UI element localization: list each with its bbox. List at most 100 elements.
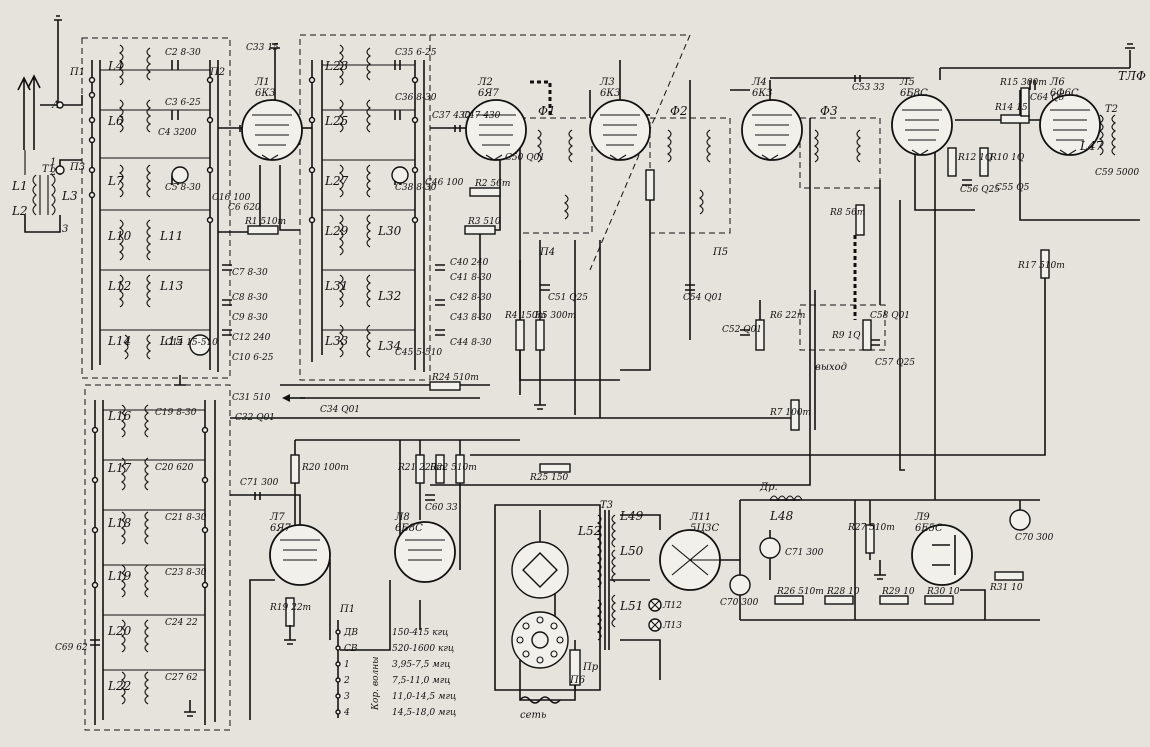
band-range: 520-1600 кгц [392,644,454,654]
cap-label: С19 8-30 [155,408,197,418]
coil-label: L7 [107,174,124,188]
cap-label: С54 Q01 [683,293,723,303]
filter-label: Ф1 [538,104,556,118]
cap-label: С9 8-30 [232,313,268,323]
choke-label: Др. [759,482,778,493]
cap-label: С34 Q01 [320,405,360,415]
res-label: R2 56т [474,179,510,189]
cap-label: С45 5-510 [395,348,442,358]
tube-l5-type: 6Б8С [900,88,928,99]
phones-label: ТЛФ [1118,69,1146,83]
filter-label: Ф2 [670,104,688,118]
cap-label: С41 8-30 [450,273,492,283]
cap-label: С71 300 [785,548,824,558]
res-label: R19 22т [269,603,311,613]
band-pos: СВ [344,644,358,654]
cap-label: С3 6-25 [165,98,201,108]
switch-label-p4: П4 [539,247,555,258]
res-label: R14 15 [994,103,1028,113]
tube-l8-ref: Л8 [394,512,410,523]
fuse-label: Пр [582,662,599,673]
band-pos: ДВ [343,628,358,638]
res-label: R24 510т [431,373,479,383]
res-label: R26 510т [776,587,824,597]
band-range: 14,5-18,0 мгц [392,708,456,718]
cap-label: С56 Q25 [960,185,1000,195]
tube-l1-type: 6К3 [255,88,275,99]
coil-label: L17 [107,461,132,475]
cap-label: С23 8-30 [165,568,207,578]
switch-label-p3: П3 [69,162,85,173]
coil-label: L15 [159,334,183,348]
tube-l6-ref: Л6 [1049,77,1065,88]
cap-label: С31 510 [232,393,271,403]
tube-l11-ref: Л11 [689,512,711,523]
cap-label: С10 6-25 [232,353,274,363]
output-label: выход [815,362,847,373]
coil-label: L47 [1079,139,1104,153]
cap-label: С4 3200 [158,128,197,138]
band-table-column-title: Кор. волны [371,656,381,711]
ground-symbols [174,375,886,717]
res-label: R9 1Q [831,331,861,341]
filter-label: Ф3 [820,104,838,118]
band-pos: 1 [344,660,350,670]
coil-label: L34 [377,339,401,353]
tube-envelopes [241,94,1101,591]
cap-label: С71 300 [240,478,279,488]
res-label: R20 100т [301,463,349,473]
coil-label: L31 [324,279,348,293]
cap-label: С36 8-30 [395,93,437,103]
res-label: R6 22т [769,311,805,321]
cap-label: С33 15 [246,43,279,53]
cap-label: С8 8-30 [232,293,268,303]
cap-label: С69 62 [55,643,88,653]
transformer-label: Т3 [600,500,613,511]
cap-label: С42 8-30 [450,293,492,303]
res-label: R7 100т [769,408,811,418]
cap-label: С50 Q01 [505,153,545,163]
switch-label-p6: П6 [569,675,586,686]
coil-label: L33 [324,334,349,348]
cap-label: С38 8-30 [395,183,437,193]
coil-label: L3 [61,189,78,203]
coil-label: L22 [107,679,131,693]
res-label: R12 1Q [957,153,993,163]
cap-label: С14 15-510 [165,338,218,348]
cap-label: С35 6-25 [395,48,437,58]
coil-label: L25 [324,114,348,128]
coil-label: L51 [619,599,643,613]
res-label: R31 10 [989,583,1023,593]
tube-l7-type: 6Я7 [270,523,291,534]
res-label: R29 10 [881,587,915,597]
band-table: П1 Кор. волны ДВ СВ 1 2 3 4 150-415 кгц … [335,604,456,718]
tube-l3-type: 6К3 [600,88,620,99]
tube-l8-type: 6Б8С [395,523,423,534]
coil-label: L32 [377,289,401,303]
switch-label-p5: П5 [712,247,728,258]
coil-label: L16 [107,409,132,423]
coil-label: L1 [11,179,28,193]
cap-label: С16 100 [212,193,251,203]
res-label: R4 150т [504,311,546,321]
coil-label: L23 [324,59,349,73]
coil-label: L29 [324,224,349,238]
cap-label: С24 22 [165,618,198,628]
switch-contacts [55,76,419,589]
band-pos: 3 [344,692,350,702]
coil-label: L12 [107,279,131,293]
tube-l11-type: 5Ц3С [690,523,719,534]
antenna-input-label: А [51,100,60,111]
coil-label: L30 [377,224,402,238]
res-label: R15 300т [999,78,1047,88]
coil-label: L2 [11,204,28,218]
coil-label: L49 [619,509,644,523]
cap-label: С53 33 [852,83,885,93]
res-label: R28 10 [826,587,860,597]
band-pos: 4 [343,708,350,718]
coil-label: L13 [159,279,184,293]
res-label: R27 510т [847,523,895,533]
res-label: R10 1Q [989,153,1025,163]
